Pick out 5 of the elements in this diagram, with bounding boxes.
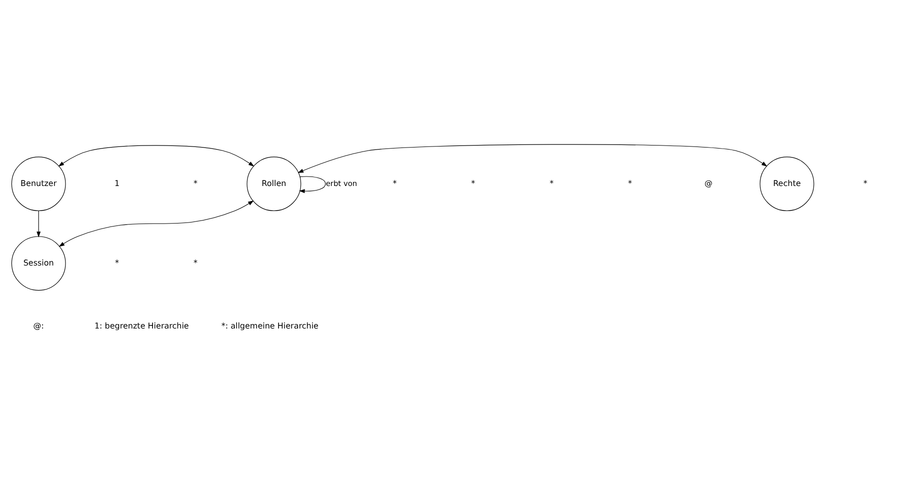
arrow xyxy=(298,144,768,173)
arrow xyxy=(58,200,254,247)
arrow xyxy=(299,176,326,194)
arrow xyxy=(36,210,41,238)
arrow xyxy=(58,145,254,167)
